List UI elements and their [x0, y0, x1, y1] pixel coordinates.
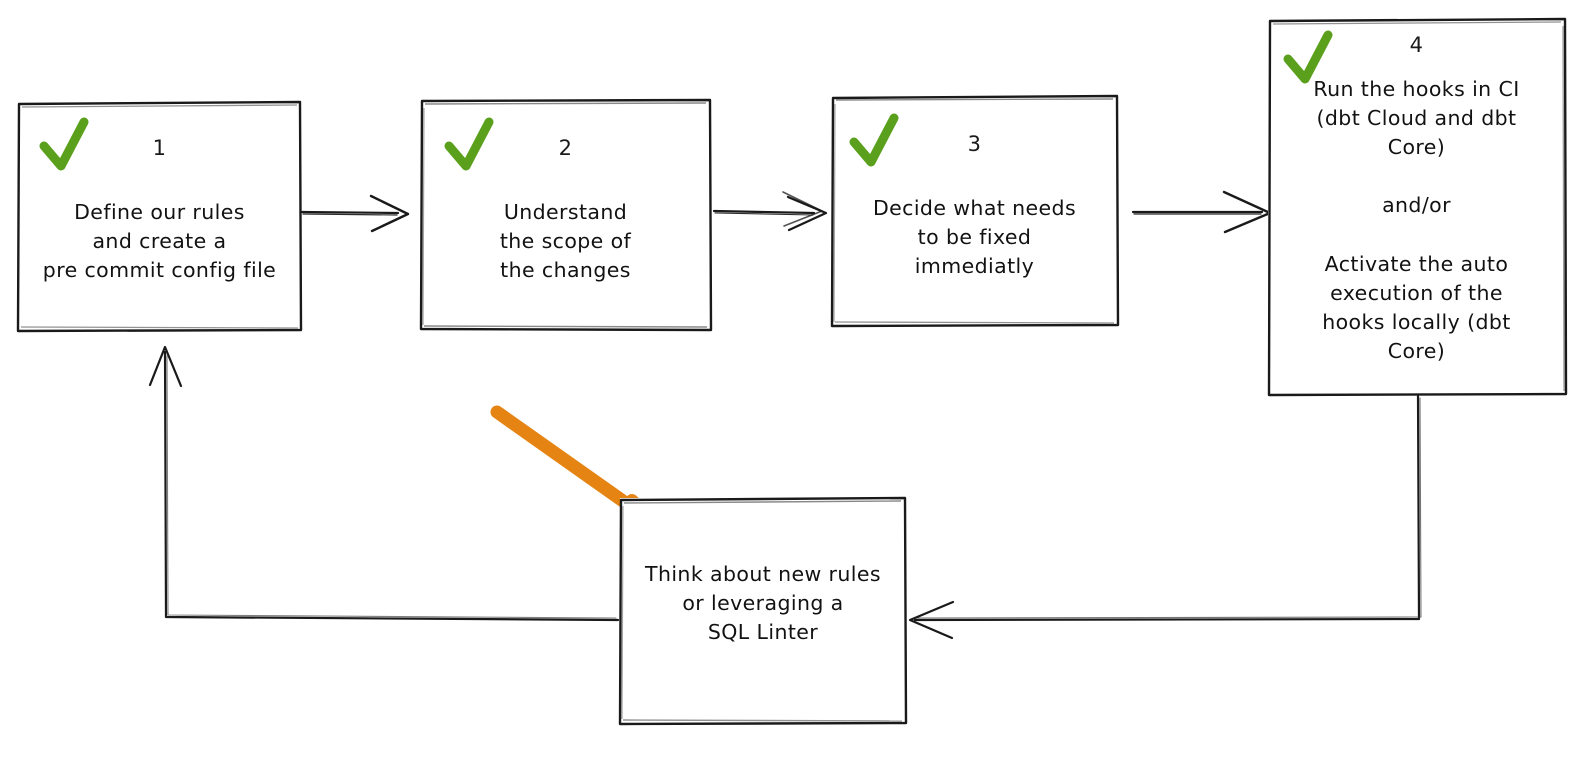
node-number: 4 — [1409, 33, 1424, 57]
arrow-5-to-1 — [148, 345, 620, 622]
arrow-4-to-5 — [908, 394, 1422, 640]
green-checkmark-icon — [849, 113, 899, 167]
arrow-1-to-2 — [300, 194, 410, 233]
flow-node-3[interactable]: 3 Decide what needs to be fixed immediat… — [832, 96, 1117, 325]
node-text: Think about new rules or leveraging a SQ… — [645, 562, 881, 645]
node-number: 3 — [967, 132, 982, 156]
node-text: Run the hooks in CI (dbt Cloud and dbt C… — [1313, 77, 1520, 363]
green-checkmark-icon — [39, 117, 89, 171]
node-number: 1 — [152, 136, 167, 160]
node-text: Decide what needs to be fixed immediatly — [872, 196, 1077, 279]
flow-node-1[interactable]: 1 Define our rules and create a pre comm… — [18, 102, 301, 331]
flow-node-2[interactable]: 2 Understand the scope of the changes — [421, 100, 710, 330]
flow-node-think-about-new-rules[interactable]: Think about new rules or leveraging a SQ… — [620, 498, 906, 724]
arrow-2-to-3 — [712, 191, 828, 232]
arrow-3-to-4 — [1131, 190, 1272, 234]
node-number: 2 — [558, 136, 573, 160]
green-checkmark-icon — [1283, 30, 1333, 84]
node-text: Define our rules and create a pre commit… — [42, 200, 277, 283]
node-text: Understand the scope of the changes — [499, 200, 632, 283]
green-checkmark-icon — [444, 117, 494, 171]
flow-node-4[interactable]: 4 Run the hooks in CI (dbt Cloud and dbt… — [1268, 19, 1565, 395]
